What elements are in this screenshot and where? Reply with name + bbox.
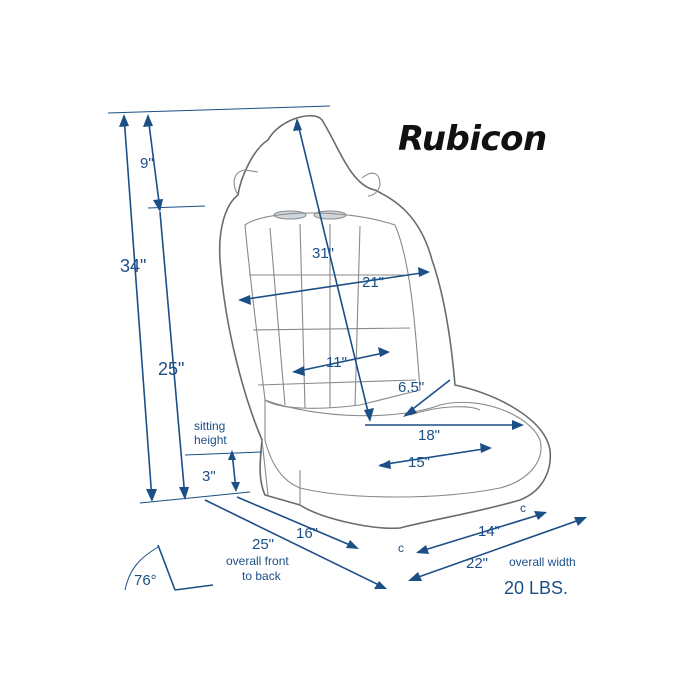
dim-overall-height: 34" <box>120 256 146 276</box>
dim-back-width: 21" <box>362 274 384 291</box>
dim-base-width: 14" <box>478 523 500 540</box>
dim-back-diagonal: 31" <box>312 245 334 262</box>
dim-inner-width: 11" <box>326 354 347 371</box>
dim-overall-depth: 25" <box>252 536 274 553</box>
dim-seat-width: 18" <box>418 427 440 444</box>
label-to-back: to back <box>242 569 282 583</box>
dim-seat-depth: 16" <box>296 525 318 542</box>
label-height: height <box>194 433 227 447</box>
dim-head-height: 9" <box>140 155 154 172</box>
dim-overall-width: 22" <box>466 555 488 572</box>
label-overall-width: overall width <box>509 555 576 569</box>
label-overall-front: overall front <box>226 554 289 568</box>
brand-title: Rubicon <box>398 119 547 159</box>
c-mark-right: c <box>520 501 526 515</box>
dim-bolster-height: 6.5" <box>398 379 424 396</box>
arrowheads <box>119 114 587 589</box>
dim-angle: 76° <box>134 572 157 589</box>
dim-seat-inner-width: 15" <box>408 454 430 471</box>
dimension-lines <box>107 105 586 591</box>
label-sitting: sitting <box>194 419 225 433</box>
dim-sitting-height: 3" <box>202 468 216 485</box>
dim-back-height: 25" <box>158 359 184 379</box>
weight-label: 20 LBS. <box>504 578 568 598</box>
c-mark-left: c <box>398 541 404 555</box>
